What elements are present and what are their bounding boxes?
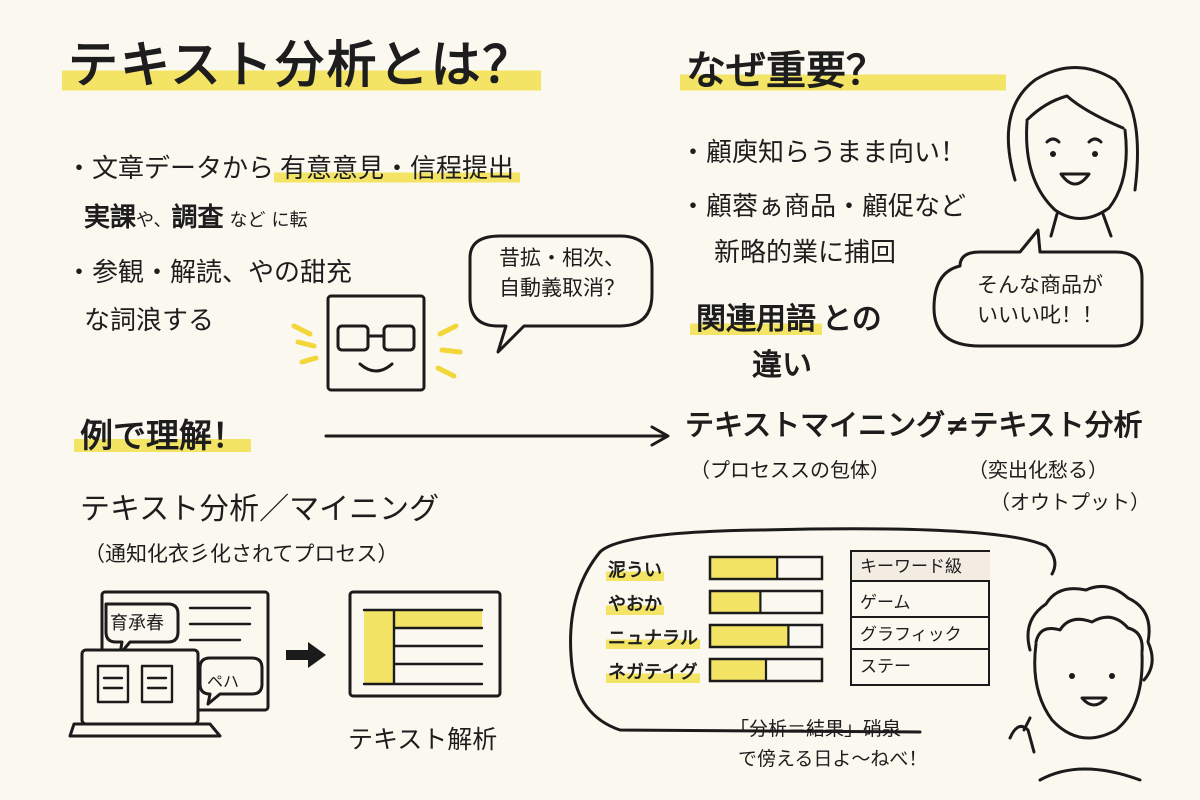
keyword-table-row: ステー: [860, 657, 911, 677]
robot-speech-bubble: [468, 234, 654, 354]
example-subnote: （通知化衣彡化されてプロセス）: [84, 542, 399, 566]
related-terms-heading: 関連用語との: [690, 294, 882, 338]
left-bullet-2-line2: な詞浪する: [84, 306, 215, 336]
keyword-table-row: グラフィック: [852, 620, 990, 650]
sentiment-bar-fill: [710, 659, 766, 681]
woman-bubble-text: そんな商品が いいい叱！！: [977, 273, 1103, 328]
sentiment-label: ネガテイグ: [606, 662, 700, 683]
sentiment-bar-frame: [708, 623, 824, 649]
mining-note: （プロセススの包体）: [690, 458, 890, 482]
keyword-table-row: ゲーム: [852, 588, 990, 618]
right-bullet-2-line2: 新略的業に捕回: [714, 238, 897, 268]
left-bullet-1-line1: ・文章データから有意意見・信程提出: [66, 148, 521, 185]
sentiment-bar-frame: [708, 589, 824, 615]
result-document-icon: [348, 590, 502, 698]
robot-bubble-text: 昔拡・相次、 自動義取消？: [499, 246, 625, 301]
result-panel-frame: [569, 527, 1057, 734]
mining-vs-analysis-equation: テキストマイニング≠テキスト分析: [685, 408, 1143, 442]
analysis-note-line2: （オウトプット）: [990, 490, 1150, 514]
title-why-important: なぜ重要？: [680, 48, 1006, 94]
example-heading: 例で理解！: [74, 416, 251, 455]
doc-bubble2-text: ペハ: [207, 672, 240, 691]
left-bullet-1-line2: 実課や、調査などに転: [84, 203, 308, 233]
title-text-analysis: テキスト分析とは？: [62, 36, 541, 95]
sentiment-label: 泥うい: [606, 560, 664, 581]
analysis-note-line1: （奕出化愁る）: [968, 458, 1108, 482]
sentiment-bar-fill: [710, 625, 789, 647]
right-bullet-2-line1: ・顧蓉ぁ商品・顧促など: [680, 192, 967, 222]
man-avatar-icon: [1008, 584, 1154, 782]
arrow-right-icon: [324, 425, 670, 447]
doc-bubble-text: 育承春: [110, 613, 164, 634]
sentiment-bar-fill: [710, 591, 761, 613]
keyword-table: キーワード級 ゲーム グラフィック ステー: [850, 550, 990, 686]
example-subtitle: テキスト分析／マイニング: [80, 492, 440, 527]
woman-speech-bubble: [932, 228, 1144, 348]
left-bullet-2-line1: ・参観・解読、やの甜充: [66, 258, 353, 288]
result-caption-line2: で傍える日よ～ねべ！: [738, 748, 928, 770]
keyword-table-header: キーワード級: [852, 552, 990, 582]
right-bullet-1: ・顧庾知らうまま向い！: [680, 138, 967, 168]
result-caption-line1: 「分析＝結果」硝泉: [730, 718, 902, 740]
sentiment-bar-chart: 泥ういやおかニュナラルネガテイグ: [606, 553, 826, 693]
result-label: テキスト解析: [348, 725, 498, 754]
sentiment-label: ニュナラル: [606, 628, 700, 649]
woman-avatar-icon: [1006, 66, 1139, 238]
arrow-right-bold-icon: [286, 642, 326, 668]
documents-laptop-icon: [68, 590, 270, 738]
sentiment-label: やおか: [606, 594, 664, 615]
sentiment-bar-frame: [708, 555, 824, 581]
related-terms-heading-line2: 違い: [752, 348, 812, 383]
sentiment-bar-fill: [710, 557, 778, 579]
robot-face-icon: [291, 294, 463, 392]
